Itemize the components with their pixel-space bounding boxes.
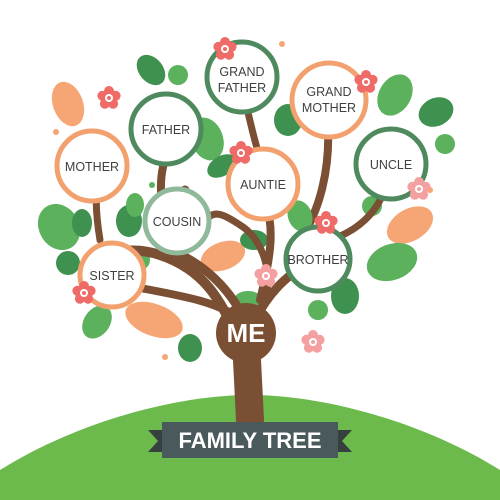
uncle-label: UNCLE [370, 158, 412, 172]
node-cousin: COUSIN [142, 186, 212, 256]
auntie-label: AUNTIE [240, 178, 286, 192]
node-uncle: UNCLE [353, 126, 429, 202]
banner-title: FAMILY TREE [178, 428, 321, 453]
brother-label: BROTHER [287, 253, 348, 267]
node-grandfather: GRAND FATHER [204, 39, 280, 115]
title-banner: FAMILY TREE [148, 422, 352, 458]
cousin-label: COUSIN [153, 215, 202, 229]
node-father: FATHER [128, 91, 204, 167]
sister-label: SISTER [89, 269, 134, 283]
node-brother: BROTHER [283, 224, 353, 294]
node-grandmother: GRAND MOTHER [289, 60, 369, 140]
node-mother: MOTHER [54, 128, 130, 204]
node-auntie: AUNTIE [225, 146, 301, 222]
mother-label: MOTHER [65, 160, 119, 174]
grandfather-label-line1: GRAND [219, 65, 264, 79]
grandmother-label-line1: GRAND [306, 85, 351, 99]
root-node-me: ME [216, 303, 276, 363]
leaves-foreground [72, 154, 313, 237]
father-label: FATHER [142, 123, 190, 137]
node-sister: SISTER [77, 240, 147, 310]
me-label: ME [227, 318, 266, 348]
grandfather-label-line2: FATHER [218, 81, 266, 95]
grandmother-label-line2: MOTHER [302, 101, 356, 115]
